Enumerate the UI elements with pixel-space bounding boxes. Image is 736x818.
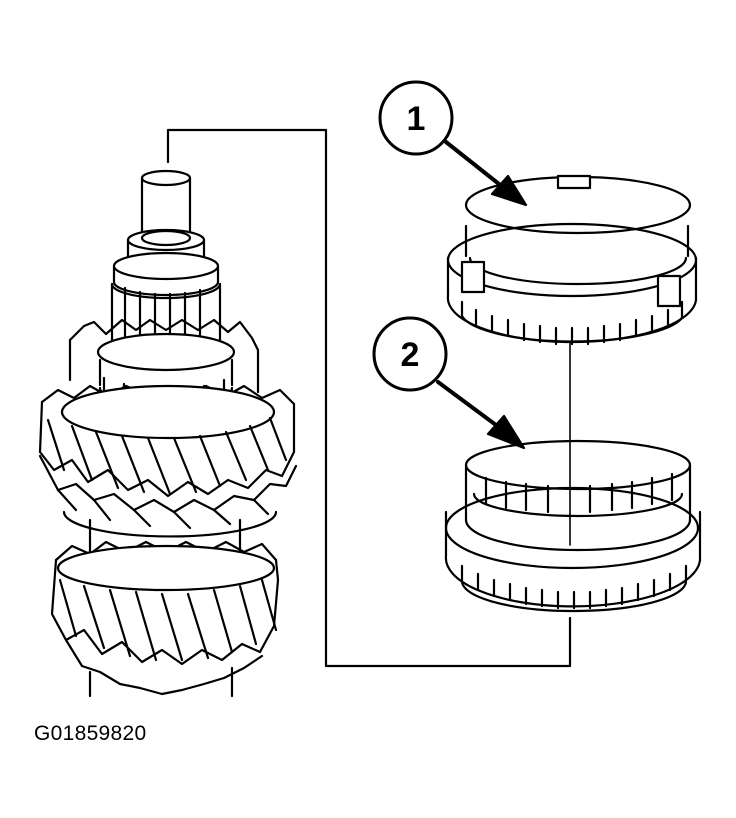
callout-2-circle <box>372 316 448 392</box>
main-helical-gear <box>38 384 298 538</box>
sync-ring-tab <box>556 174 592 190</box>
callout-1-arrowhead <box>490 174 528 207</box>
sync-ring-lug-right <box>656 274 682 308</box>
callout-1-circle <box>378 80 454 156</box>
gear-shaft-assembly <box>38 169 298 698</box>
callout-2-arrowhead <box>486 414 526 450</box>
shaft-shoulder <box>112 251 220 297</box>
sync-ring-teeth <box>460 300 684 346</box>
sync-ring-lug-left <box>460 260 486 294</box>
synchronizer-ring <box>446 174 698 346</box>
lower-helical-gear <box>50 540 280 698</box>
callout-2 <box>372 316 526 450</box>
callout-1 <box>378 80 528 207</box>
callout-2-arrow-shaft <box>436 380 502 430</box>
assembly-leader-line <box>166 128 572 668</box>
blocking-ring-teeth <box>460 564 688 610</box>
callout-2-label: 2 <box>401 336 420 374</box>
callout-1-label: 1 <box>407 100 426 138</box>
blocking-ring-windows <box>484 472 674 514</box>
callout-1-arrow-shaft <box>444 140 506 190</box>
blocking-ring <box>444 439 702 613</box>
figure-id: G01859820 <box>34 722 147 745</box>
